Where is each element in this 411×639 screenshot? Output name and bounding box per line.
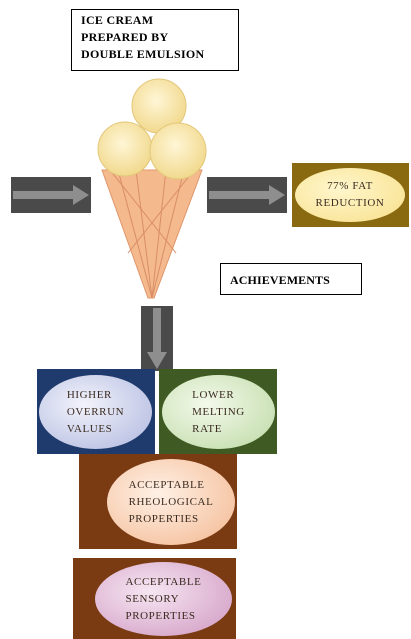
higher-overrun-text: HIGHER OVERRUN VALUES [66, 388, 125, 435]
fat-reduction-text: 77% FAT REDUCTION [315, 180, 385, 209]
sensory-text: ACCEPTABLE SENSORY PROPERTIES [125, 575, 202, 622]
achievements-text: ACHIEVEMENTS [230, 273, 330, 287]
right-output-arrow [207, 177, 287, 213]
rheological-ellipse: ACCEPTABLE RHEOLOGICAL PROPERTIES [107, 459, 235, 545]
rheological-panel: ACCEPTABLE RHEOLOGICAL PROPERTIES [79, 454, 237, 549]
title-text: ICE CREAM PREPARED BY DOUBLE EMULSION [81, 13, 205, 61]
fat-reduction-ellipse: 77% FAT REDUCTION [295, 168, 405, 222]
rheological-text: ACCEPTABLE RHEOLOGICAL PROPERTIES [128, 478, 214, 525]
left-input-arrow [11, 177, 91, 213]
sensory-ellipse: ACCEPTABLE SENSORY PROPERTIES [95, 562, 232, 636]
lower-melting-panel: LOWER MELTING RATE [159, 369, 277, 454]
fat-reduction-panel: 77% FAT REDUCTION [292, 163, 409, 227]
sensory-panel: ACCEPTABLE SENSORY PROPERTIES [73, 558, 236, 639]
ice-cream-cone-illustration [97, 78, 207, 299]
achievements-box: ACHIEVEMENTS [220, 263, 362, 295]
higher-overrun-ellipse: HIGHER OVERRUN VALUES [39, 375, 152, 449]
right-scoop [149, 122, 207, 180]
lower-melting-text: LOWER MELTING RATE [192, 388, 245, 435]
higher-overrun-panel: HIGHER OVERRUN VALUES [37, 369, 155, 454]
left-scoop [97, 121, 153, 177]
down-arrow [141, 306, 173, 371]
title-box: ICE CREAM PREPARED BY DOUBLE EMULSION [71, 9, 239, 71]
cone-shape [101, 169, 203, 299]
lower-melting-ellipse: LOWER MELTING RATE [162, 375, 275, 449]
